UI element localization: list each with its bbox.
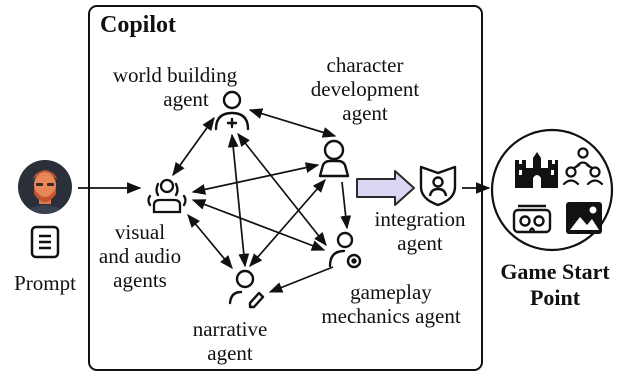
narrative-agent-label: narrative agent <box>192 317 268 365</box>
arrow-character-gameplay <box>340 181 352 230</box>
arrow-world-visual <box>172 116 215 177</box>
people-network-icon <box>562 147 604 186</box>
arrow-visual-gameplay <box>191 199 326 251</box>
arrow-character-narrative <box>249 178 326 268</box>
prompt-label: Prompt <box>14 271 76 295</box>
castle-icon <box>515 152 558 188</box>
arrow-gameplay-narrative <box>268 266 334 293</box>
arrow-visual-narrative <box>187 213 233 270</box>
vr-headset-icon <box>512 204 552 234</box>
world-building-agent-label: world building agent <box>112 63 238 111</box>
game-start-point-label: Game Start Point <box>500 259 610 310</box>
image-icon <box>566 202 602 234</box>
shield-user-icon <box>419 165 457 207</box>
integration-agent-label: integration agent <box>374 207 466 255</box>
arrow-world-narrative <box>227 133 250 268</box>
user-avatar-icon <box>18 160 72 214</box>
person-gear-icon <box>328 231 362 269</box>
character-agent-label: character development agent <box>310 53 420 125</box>
group-icon <box>147 178 187 214</box>
document-icon <box>30 225 60 259</box>
gameplay-agent-label: gameplay mechanics agent <box>321 280 461 328</box>
person-icon <box>318 139 350 178</box>
game-start-circle <box>490 128 614 252</box>
copilot-title: Copilot <box>100 12 177 38</box>
person-plus-icon <box>214 90 250 131</box>
integration-block-arrow <box>356 170 415 206</box>
person-pen-icon <box>228 269 265 309</box>
arrow-character-visual <box>191 162 320 195</box>
arrow-world-character <box>248 108 337 138</box>
visual-audio-agents-label: visual and audio agents <box>98 220 182 292</box>
